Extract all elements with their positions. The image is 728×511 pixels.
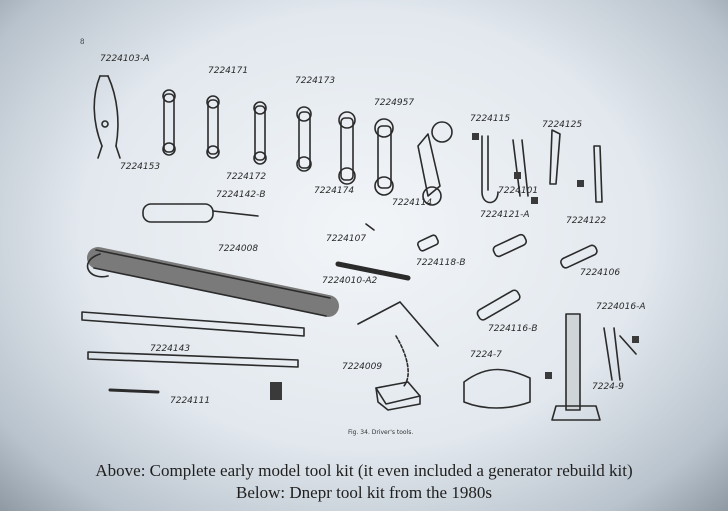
tommy-bar-icon (335, 261, 411, 281)
hammer-icon (551, 313, 601, 421)
wrench-icon-7 (417, 121, 453, 206)
part-label: 7224118-B (416, 258, 466, 268)
tyre-lever-icon-1 (81, 311, 305, 337)
screwdriver-icon (512, 139, 529, 197)
part-label: 7224116-B (488, 324, 538, 334)
caption-line-2: Below: Dnepr tool kit from the 1980s (236, 483, 492, 502)
part-label: 7224122 (566, 216, 607, 226)
wrench-icon-5 (338, 111, 356, 185)
caption-line-1: Above: Complete early model tool kit (it… (95, 461, 633, 480)
oilcan-icon (463, 368, 531, 409)
part-label: 7224009 (342, 362, 383, 372)
part-label: 7224-7 (470, 350, 502, 360)
hand-drill-icon (357, 301, 439, 347)
small-drift-icon (108, 388, 160, 394)
grease-gun-small-icon (142, 203, 259, 223)
part-label: 7224101 (498, 186, 539, 196)
part-label: 7224143 (150, 344, 191, 354)
screwdriver-set-icon (603, 327, 637, 381)
chain-icon (395, 335, 409, 387)
part-label: 7224121-A (480, 210, 530, 220)
part-label: 7224125 (542, 120, 583, 130)
drift-icon (549, 129, 561, 185)
part-label: 7224-9 (592, 382, 624, 392)
box-spanner-icon-3 (560, 244, 598, 269)
wrench-icon-3 (253, 101, 267, 165)
part-label: 7224107 (326, 234, 367, 244)
box-spanner-icon-2 (492, 233, 528, 258)
part-label: 7224114 (392, 198, 433, 208)
tool-kit-figure: 8 7224103-A 7224153 7224171 7224172 7224… (8, 6, 724, 506)
part-label: 7224142-B (216, 190, 266, 200)
part-label: 7224103-A (100, 54, 150, 64)
part-label: 7224174 (314, 186, 355, 196)
kit-box-icon (375, 381, 421, 411)
tyre-lever-icon-2 (87, 351, 299, 368)
socket-icon-1 (365, 223, 375, 231)
figure-caption: Fig. 34. Driver's tools. (348, 429, 414, 436)
wrench-icon-2 (206, 95, 220, 159)
part-label: 7224111 (170, 396, 211, 406)
part-label: 7224172 (226, 172, 267, 182)
part-label: 7224010-A2 (322, 276, 378, 286)
box-spanner-icon-1 (417, 234, 439, 252)
tool-drawings (81, 75, 639, 421)
tire-pump-icon (86, 247, 339, 317)
part-label: 7224016-A (596, 302, 646, 312)
pliers-icon (93, 75, 121, 159)
part-label: 7224106 (580, 268, 621, 278)
wrench-icon-1 (162, 89, 176, 156)
part-label: 7224008 (218, 244, 259, 254)
wrench-icon-6 (374, 118, 394, 196)
part-label: 7224153 (120, 162, 161, 172)
part-label: 7224171 (208, 66, 249, 76)
page-mark: 8 (80, 38, 85, 46)
part-label: 7224115 (470, 114, 511, 124)
part-label: 7224957 (374, 98, 415, 108)
wrench-icon-4 (296, 106, 312, 172)
hook-spanner-icon (481, 135, 499, 204)
part-label: 7224173 (295, 76, 336, 86)
punch-icon (593, 145, 603, 203)
box-spanner-icon-4 (476, 289, 521, 321)
